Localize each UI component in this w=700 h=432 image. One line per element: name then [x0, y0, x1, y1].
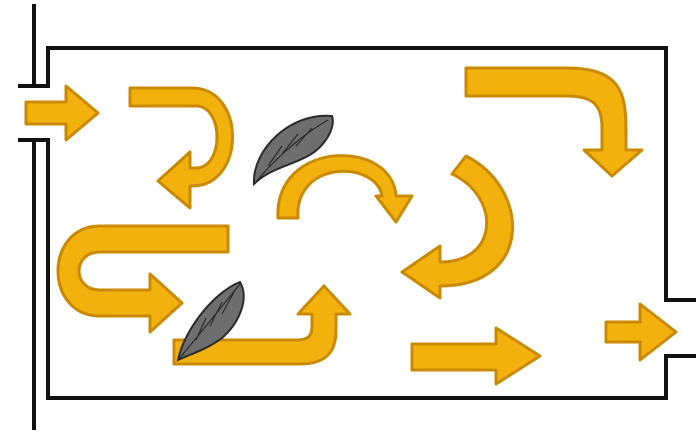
airflow-arrows — [26, 68, 676, 384]
arrow-right-c-curve — [402, 156, 513, 298]
arrow-inlet — [26, 86, 98, 140]
wall-bottom — [48, 356, 666, 398]
arrow-center-arc — [278, 156, 412, 222]
room-walls — [20, 6, 694, 428]
arrow-u-turn-top-left — [130, 88, 233, 208]
arrow-bottom-straight — [412, 328, 540, 384]
arrow-outlet — [606, 304, 676, 360]
arrow-top-right-bend — [466, 68, 642, 176]
